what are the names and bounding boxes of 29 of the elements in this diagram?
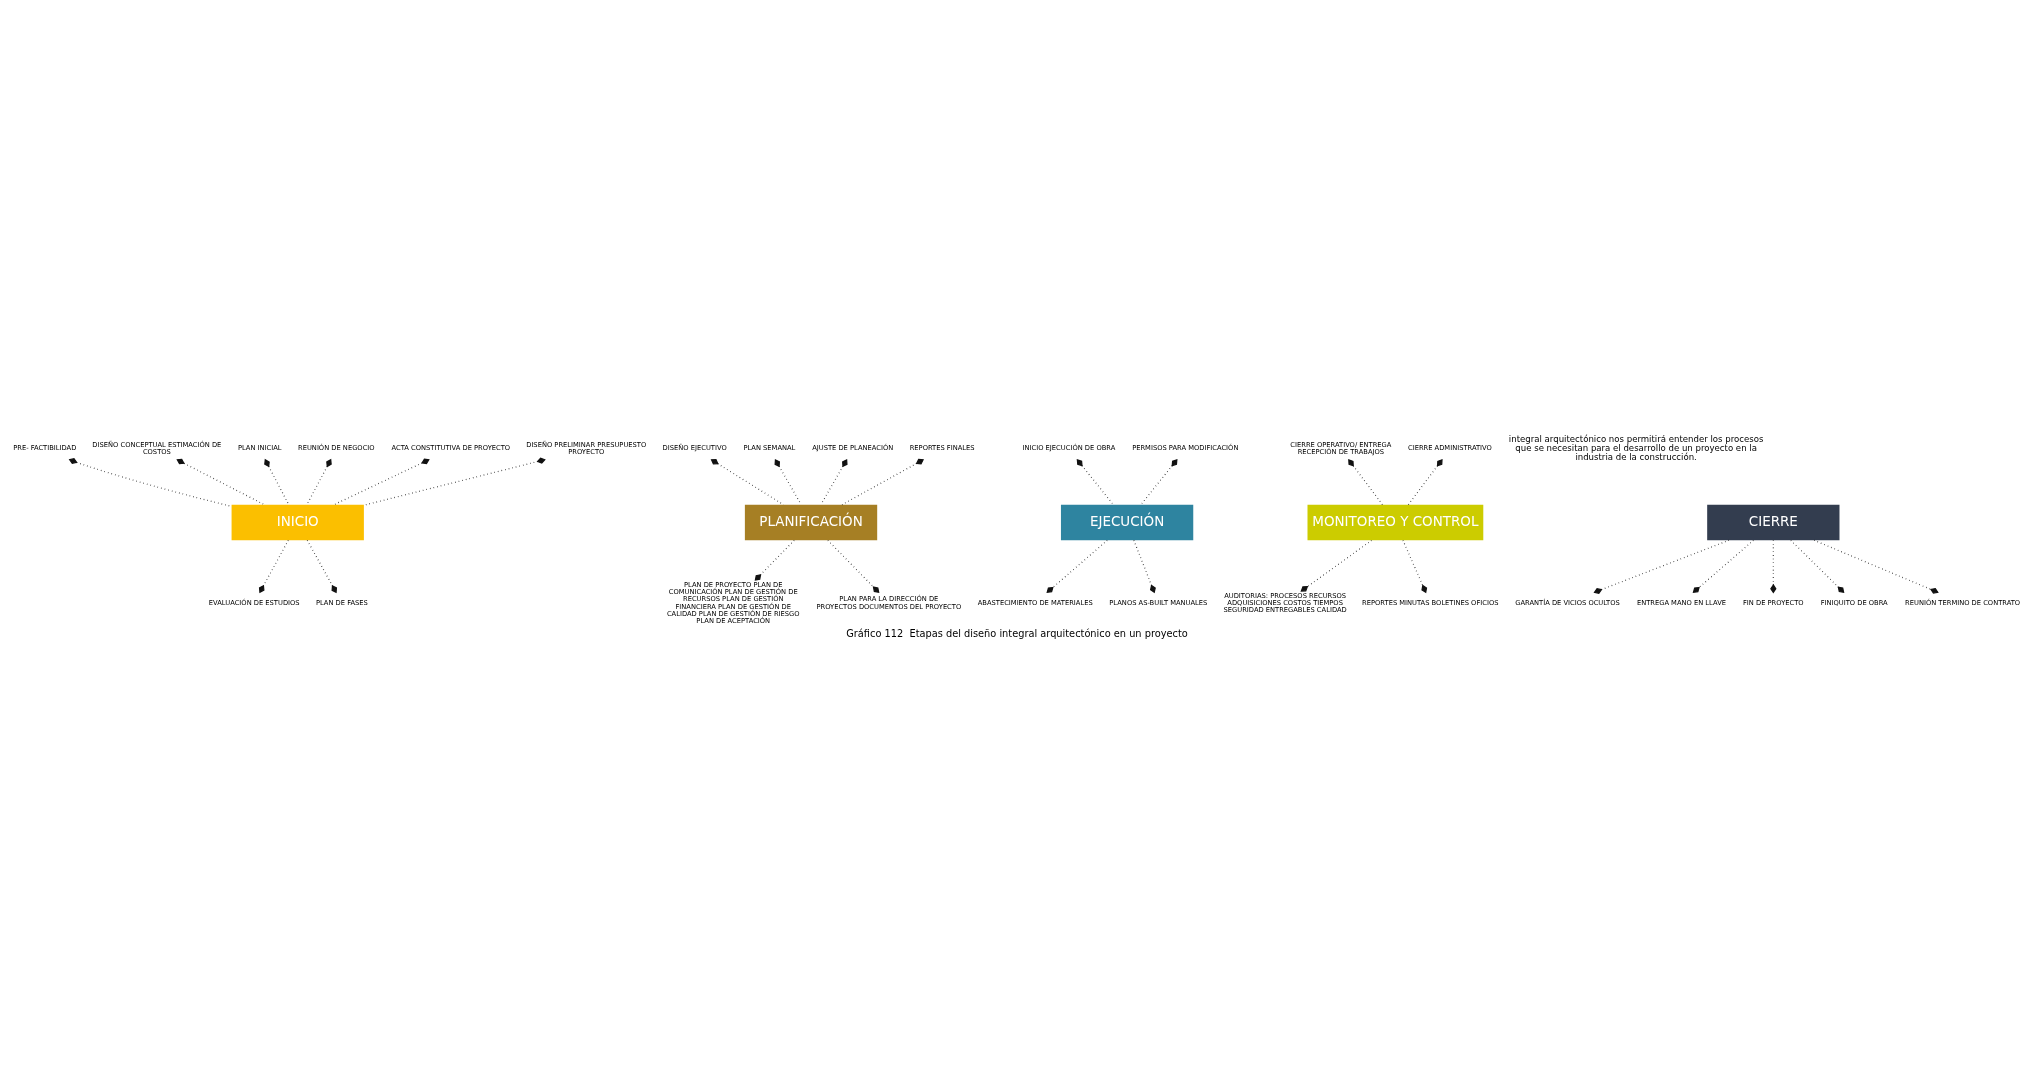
connector xyxy=(1593,539,1730,594)
connector xyxy=(1692,539,1754,593)
connector xyxy=(1140,458,1178,505)
connector xyxy=(1046,539,1108,593)
node-box: PLANIFICACIÓN xyxy=(744,504,878,540)
connector xyxy=(774,458,802,505)
connector xyxy=(1813,539,1939,594)
connector xyxy=(841,458,925,505)
connector xyxy=(1133,539,1156,593)
connector xyxy=(1790,539,1845,593)
connector xyxy=(258,539,289,593)
node-box: EJECUCIÓN xyxy=(1060,504,1194,540)
connector xyxy=(1300,539,1373,592)
node-box: INICIO xyxy=(231,504,364,540)
node-box: MONITOREO Y CONTROL xyxy=(1307,504,1484,540)
connector xyxy=(264,458,290,505)
connector xyxy=(333,457,430,505)
connector xyxy=(306,539,338,593)
label: integral arquitectónico nos permitirá entender los procesos que se necesitan para el desarrollo de un proyecto en la industria de la construcción. xyxy=(1508,433,1764,462)
connector xyxy=(820,458,848,505)
connector xyxy=(754,539,795,581)
connector xyxy=(1407,458,1443,505)
caption: Gráfico 112 Etapas del diseño integral arquitectónico en un proyecto xyxy=(846,627,1188,639)
connector xyxy=(306,458,332,505)
connector xyxy=(1076,458,1114,505)
node-box: CIERRE xyxy=(1707,504,1840,540)
connector xyxy=(1770,539,1777,593)
connector xyxy=(1402,539,1428,593)
connector xyxy=(827,539,880,593)
